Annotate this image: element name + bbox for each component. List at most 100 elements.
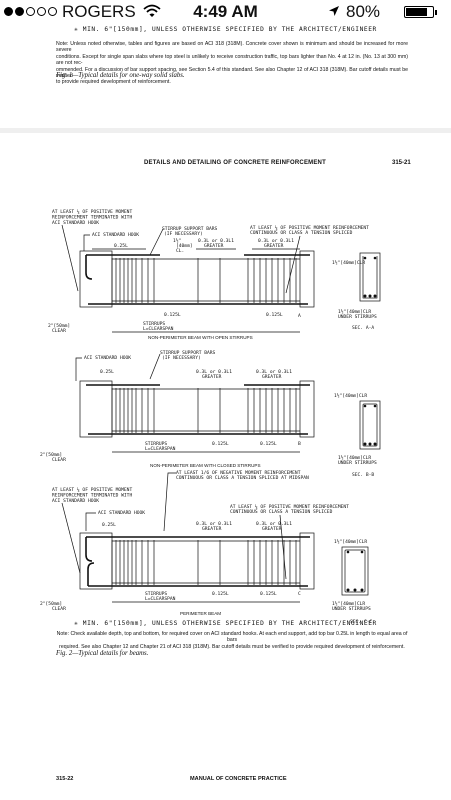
beam3-under-stirrups: UNDER STIRRUPS <box>332 606 371 612</box>
beam1-caption: NON-PERIMETER BEAM WITH OPEN STIRRUPS <box>148 335 253 340</box>
signal-strength-icon <box>4 7 57 16</box>
fig1-note-line: to provide required development of reinf… <box>56 79 171 86</box>
beam3-callout-right-1: AT LEAST ¼ OF POSITIVE MOMENT REINFORCEM… <box>230 504 349 510</box>
page-number: 315-21 <box>392 160 411 166</box>
fig1-note-line: ommended. For a discussion of bar suppor… <box>56 66 408 80</box>
beam2-section-under: 1½"[40mm]CLR <box>338 454 371 461</box>
clock: 4:49 AM <box>193 2 258 21</box>
beam2-stirrup-support-1: STIRRUP SUPPORT BARS <box>160 350 216 356</box>
battery-percent: 80% <box>346 2 381 21</box>
beam3-dim-125l-2: 0.125L <box>260 591 277 597</box>
fig2-note-line: required. See also Chapter 12 and Chapte… <box>59 643 405 650</box>
beam1-dim-03l-left: 0.3L or 0.3L1 <box>198 238 234 244</box>
beam1-dim-15in: 1½" <box>173 237 181 244</box>
beam1-section-under: 1½"[40mm]CLR <box>338 308 371 315</box>
beam2-clear-left: 2"[50mm] <box>40 452 62 458</box>
carrier-name: ROGERS <box>62 2 136 21</box>
beam1-clear-left: 2"[50mm] <box>48 323 70 329</box>
beam1-callout-left-3: ACI STANDARD HOOK <box>52 220 99 226</box>
page-header-title: DETAILS AND DETAILING OF CONCRETE REINFO… <box>144 160 326 166</box>
beam2-drawing: ACI STANDARD HOOK STIRRUP SUPPORT BARS (… <box>40 350 381 478</box>
beam2-dim-03l-right: 0.3L or 0.3L1 <box>256 369 292 375</box>
beam2-dim-greater2: GREATER <box>262 374 282 380</box>
beam3-callout-top-2: CONTINUOUS OR CLASS A TENSION SPLICED AT… <box>176 475 309 481</box>
beam1-aci-hook: ACI STANDARD HOOK <box>92 232 139 238</box>
beam2-section-clr: 1½"[40mm]CLR <box>334 392 367 399</box>
fig1-note-line: conditions. Except for single span slabs… <box>56 53 408 67</box>
footer-title: MANUAL OF CONCRETE PRACTICE <box>190 776 287 782</box>
beam3-dim-125l: 0.125L <box>212 591 229 597</box>
beam2-dim-025l: 0.25L <box>100 369 114 375</box>
beam1-under-stirrups: UNDER STIRRUPS <box>338 314 377 320</box>
beam1-dim-125l: 0.125L <box>164 312 181 318</box>
beam3-caption: PERIMETER BEAM <box>180 611 221 616</box>
beam1-dim-cl: CL. <box>176 248 184 254</box>
beam3-callout-top-1: AT LEAST 1/6 OF NEGATIVE MOMENT REINFORC… <box>176 470 301 476</box>
beam3-section-under: 1½"[40mm]CLR <box>332 600 365 607</box>
beam1-clearspan: L=CLEARSPAN <box>143 326 174 332</box>
beam2-section-mark: B <box>298 441 301 447</box>
location-arrow-icon <box>329 6 339 16</box>
fig1-note: Note: Unless noted otherwise, tables and… <box>56 41 408 86</box>
beam2-dim-03l-left: 0.3L or 0.3L1 <box>196 369 232 375</box>
previous-page-fragment: ✳ MIN. 6"[150mm], UNLESS OTHERWISE SPECI… <box>0 24 451 128</box>
min-cover-note: ✳ MIN. 6"[150mm], UNLESS OTHERWISE SPECI… <box>74 26 377 33</box>
beam2-aci-hook: ACI STANDARD HOOK <box>84 355 131 361</box>
beam1-stirrups: STIRRUPS <box>143 321 165 327</box>
beam1-drawing: AT LEAST ¼ OF POSITIVE MOMENT REINFORCEM… <box>48 209 381 340</box>
fig2-drawings: AT LEAST ¼ OF POSITIVE MOMENT REINFORCEM… <box>40 209 381 625</box>
beam3-stirrups: STIRRUPS <box>145 591 167 597</box>
beam1-dim-greater2: GREATER <box>264 243 284 249</box>
beam3-clearspan: L=CLEARSPAN <box>145 596 176 602</box>
beam2-under-stirrups: UNDER STIRRUPS <box>338 460 377 466</box>
beam1-dim-025l: 0.25L <box>114 243 128 249</box>
battery-icon <box>404 6 437 18</box>
beam1-callout-right-2: CONTINUOUS OR CLASS A TENSION SPLICED <box>250 230 353 236</box>
document-page: DETAILS AND DETAILING OF CONCRETE REINFO… <box>0 133 451 800</box>
beam1-callout-right-1: AT LEAST ¼ OF POSITIVE MOMENT REINFORCEM… <box>250 225 369 231</box>
fig1-note-line: Note: Unless noted otherwise, tables and… <box>56 41 408 54</box>
footer-page-number: 315-22 <box>56 776 74 782</box>
beam1-stirrup-support-2: (IF NECESSARY) <box>164 231 203 237</box>
beam1-dim-03l-right: 0.3L or 0.3L1 <box>258 238 294 244</box>
beam1-section-mark: A <box>298 313 301 319</box>
beam3-dim-greater2: GREATER <box>262 526 282 532</box>
beam3-clear-word: CLEAR <box>52 606 66 612</box>
beam1-dim-125l-2: 0.125L <box>266 312 283 318</box>
beam3-callout-left-2: REINFORCEMENT TERMINATED WITH <box>52 493 132 499</box>
beam1-clear-word: CLEAR <box>52 328 66 334</box>
beam1-stirrup-support-1: STIRRUP SUPPORT BARS <box>162 226 218 232</box>
page-gap <box>0 128 451 133</box>
beam2-dim-125l: 0.125L <box>212 441 229 447</box>
fig2-note: Note: Check available depth, top and bot… <box>56 631 408 650</box>
beam1-section-clr: 1½"[40mm]CLR <box>332 259 365 266</box>
beam3-clear-left: 2"[50mm] <box>40 601 62 607</box>
beam3-callout-right-2: CONTINUOUS OR CLASS A TENSION SPLICED <box>230 509 333 515</box>
beam2-dim-greater: GREATER <box>202 374 222 380</box>
beam2-clearspan: L=CLEARSPAN <box>145 446 176 452</box>
beam3-dim-03l-right: 0.3L or 0.3L1 <box>256 521 292 527</box>
beam3-dim-greater: GREATER <box>202 526 222 532</box>
beam3-callout-left-3: ACI STANDARD HOOK <box>52 498 99 504</box>
beam3-dim-03l-left: 0.3L or 0.3L1 <box>196 521 232 527</box>
beam2-section-label: SEC. B-B <box>352 472 374 478</box>
status-bar: ROGERS 4:49 AM 80% <box>0 0 451 24</box>
beam1-dim-40mm: [40mm] <box>176 243 193 249</box>
beam1-dim-greater: GREATER <box>204 243 224 249</box>
fig2-caption: Fig. 2—Typical details for beams. <box>56 650 149 657</box>
beam3-drawing: AT LEAST ¼ OF POSITIVE MOMENT REINFORCEM… <box>40 470 372 625</box>
beam3-dim-025l: 0.25L <box>102 522 116 528</box>
beam2-stirrup-support-2: (IF NECESSARY) <box>162 355 201 361</box>
beam1-callout-left-1: AT LEAST ¼ OF POSITIVE MOMENT <box>52 209 132 215</box>
fig1-caption: Fig. 1—Typical details for one-way solid… <box>56 72 185 79</box>
beam2-stirrups: STIRRUPS <box>145 441 167 447</box>
beam3-section-mark: C <box>298 591 301 597</box>
beam3-section-label: SEC. C-C <box>350 619 372 625</box>
beam1-section-label: SEC. A-A <box>352 325 374 331</box>
beam3-callout-left-1: AT LEAST ¼ OF POSITIVE MOMENT <box>52 487 132 493</box>
beam1-callout-left-2: REINFORCEMENT TERMINATED WITH <box>52 215 132 221</box>
beam3-aci-hook: ACI STANDARD HOOK <box>98 510 145 516</box>
fig2-note-line: Note: Check available depth, top and bot… <box>56 631 408 644</box>
beam3-section-clr: 1½"[40mm]CLR <box>334 538 367 545</box>
beam2-caption: NON-PERIMETER BEAM WITH CLOSED STIRRUPS <box>150 463 261 468</box>
